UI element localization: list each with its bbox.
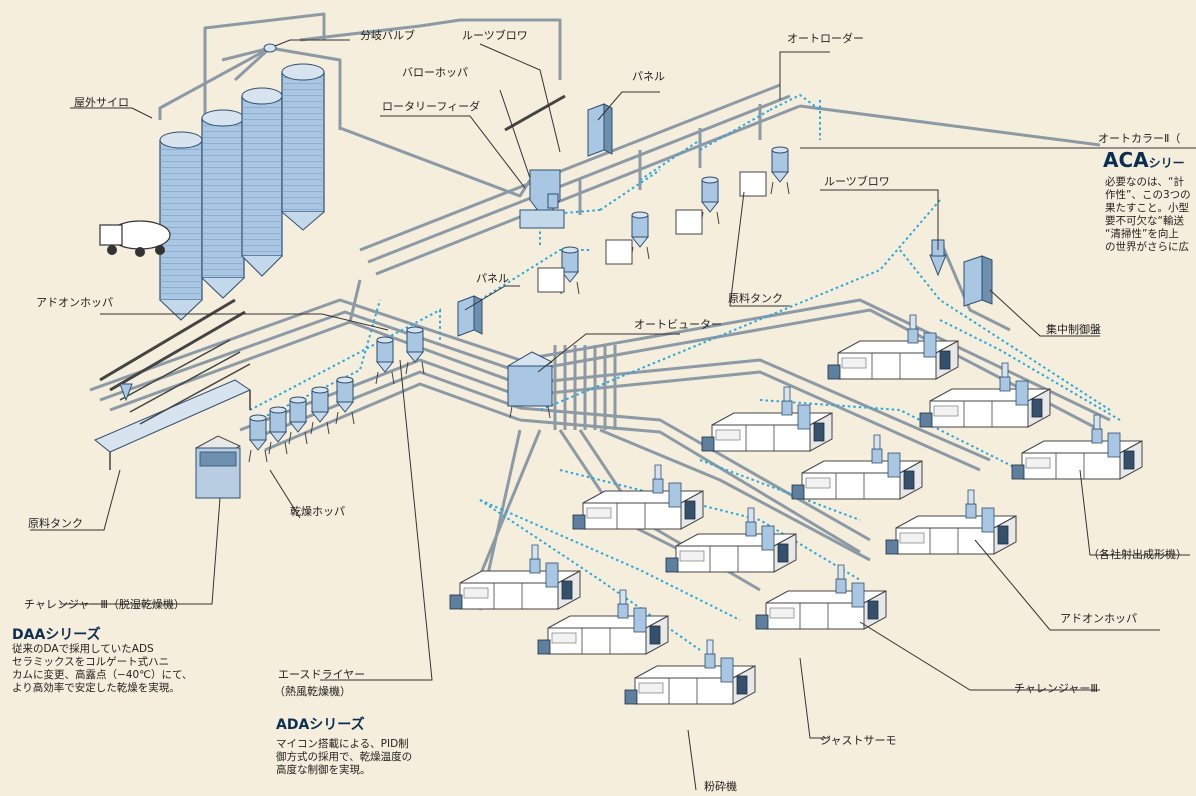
leader-lines	[30, 39, 1196, 791]
label-autocolor: オートカラーⅡ（	[1098, 132, 1181, 145]
label-ace-dryer-2: （熱風乾燥機）	[274, 685, 351, 698]
label-autobuter: オートビューター	[634, 318, 722, 331]
label-just-thermo: ジャストサーモ	[820, 734, 897, 747]
barrow-hopper-assembly	[504, 94, 566, 229]
label-central-control: 集中制御盤	[1046, 323, 1101, 336]
transport-pipes	[89, 12, 1111, 611]
aca-desc-line: 必要なのは、“計	[1105, 176, 1184, 188]
aca-desc-line: 要不可欠な“輸送	[1105, 215, 1184, 227]
panel-mid	[457, 295, 483, 337]
label-molding-machines: （各社射出成形機）	[1088, 548, 1187, 561]
tank-truck	[99, 220, 171, 257]
label-drying-hopper: 乾燥ホッパ	[290, 505, 345, 518]
daa-desc-line: セラミックスをコルゲート式ハニ	[12, 656, 170, 668]
label-raw-tank-right: 原料タンク	[728, 292, 783, 305]
label-panel-top: パネル	[632, 70, 665, 83]
label-barrow-hopper: バローホッパ	[402, 66, 468, 79]
label-raw-tank-left: 原料タンク	[28, 517, 83, 530]
label-panel-mid: パネル	[476, 272, 509, 285]
autoloader-stations	[537, 146, 790, 295]
ada-desc-line: 御方式の採用で、乾燥温度の	[276, 751, 413, 763]
aca-title-main: ACA	[1103, 148, 1149, 172]
central-control-panel	[963, 255, 993, 307]
daa-desc-line: カムに変更、高露点（−40℃）にて、	[12, 669, 193, 681]
label-addon-hopper-right: アドオンホッパ	[1060, 612, 1137, 625]
aca-title-sub: シリー	[1148, 156, 1185, 170]
label-challenger-right: チャレンジャーⅢ	[1014, 682, 1098, 695]
aca-desc-line: “清掃性”を向上	[1105, 228, 1179, 240]
label-roots-blower-top: ルーツブロワ	[462, 29, 528, 42]
label-branch-valve: 分岐バルブ	[360, 29, 415, 42]
autobuter	[506, 351, 554, 419]
label-autoloader: オートローダー	[787, 32, 864, 45]
aca-desc-line: 作性”、この3つの	[1105, 189, 1191, 201]
label-challenger-left: チャレンジャーⅢ（脱湿乾燥機）	[24, 598, 185, 611]
label-outdoor-silo: 屋外サイロ	[74, 96, 129, 109]
raw-material-rack	[94, 298, 252, 470]
label-addon-hopper-left: アドオンホッパ	[36, 296, 113, 309]
ada-description: マイコン搭載による、PID制 御方式の採用で、乾燥温度の 高度な制御を実現。	[276, 738, 412, 777]
label-roots-blower-right: ルーツブロワ	[824, 175, 890, 188]
aca-desc-line: 果たすこと。小型	[1105, 202, 1189, 214]
daa-description: 従来のDAで採用していたADS セラミックスをコルゲート式ハニ カムに変更、高露…	[12, 643, 192, 695]
panel-top	[587, 103, 613, 157]
aca-desc-line: の世界がさらに広	[1105, 241, 1189, 253]
daa-desc-line: 従来のDAで採用していたADS	[12, 643, 154, 655]
label-ace-dryer-1: エースドライヤー	[278, 668, 366, 681]
ada-title: ADAシリーズ	[276, 717, 365, 733]
challenger-unit	[194, 435, 242, 499]
aca-series-block: ACAシリー 必要なのは、“計 作性”、この3つの 果たすこと。小型 要不可欠な…	[1103, 148, 1196, 268]
daa-title: DAAシリーズ	[12, 627, 101, 643]
ada-desc-line: 高度な制御を実現。	[276, 764, 371, 776]
label-crusher: 粉砕機	[704, 780, 737, 793]
label-rotary-feeder: ロータリーフィーダ	[382, 100, 481, 113]
outdoor-silos	[159, 63, 325, 321]
branch-valve	[263, 43, 277, 53]
ada-desc-line: マイコン搭載による、PID制	[276, 738, 409, 750]
daa-desc-line: より高効率で安定した乾燥を実現。	[12, 682, 180, 694]
